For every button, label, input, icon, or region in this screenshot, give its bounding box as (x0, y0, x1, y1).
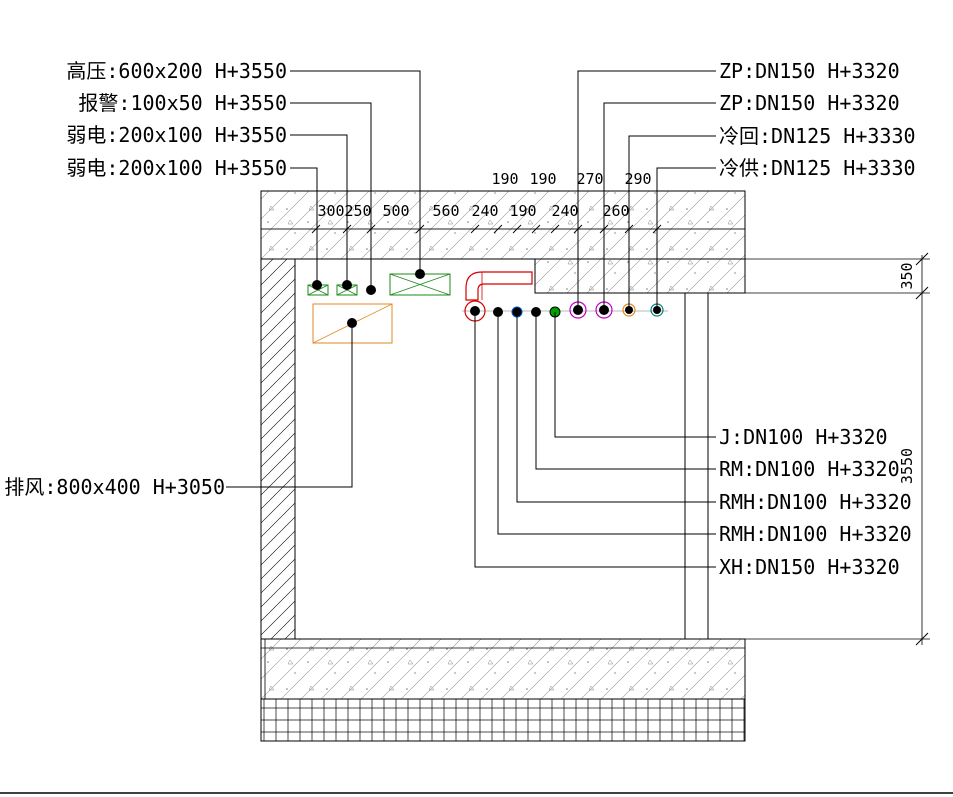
vertical-dimension: 350 3550 (898, 252, 929, 646)
label-exhaust: 排风:800x400 H+3050 (4, 475, 225, 499)
vdim-3550: 3550 (898, 448, 916, 484)
dim-top-270: 270 (576, 170, 603, 188)
dim-top-290: 290 (624, 170, 651, 188)
label-zp-2: ZP:DN150 H+3320 (719, 91, 900, 115)
vdim-350: 350 (898, 262, 916, 289)
right-labels: ZP:DN150 H+3320 ZP:DN150 H+3320 冷回:DN125… (719, 59, 916, 579)
dim-240a: 240 (471, 202, 498, 220)
bottom-slab (260, 638, 746, 700)
label-rmh-1: RMH:DN100 H+3320 (719, 490, 912, 514)
leaders (226, 70, 716, 568)
label-zp-1: ZP:DN150 H+3320 (719, 59, 900, 83)
dim-500: 500 (382, 202, 409, 220)
label-rmh-2: RMH:DN100 H+3320 (719, 522, 912, 546)
base-grid (260, 698, 746, 742)
dim-top-190b: 190 (529, 170, 556, 188)
pipe-elbow (465, 271, 533, 301)
dim-250: 250 (344, 202, 371, 220)
dim-300: 300 (317, 202, 344, 220)
structure (0, 190, 953, 794)
label-weak-2: 弱电:200x100 H+3550 (66, 156, 287, 180)
label-chw-supply: 冷供:DN125 H+3330 (719, 156, 916, 180)
top-slab-step (534, 258, 746, 294)
dim-560: 560 (432, 202, 459, 220)
label-j: J:DN100 H+3320 (719, 425, 888, 449)
left-wall (260, 258, 296, 640)
dim-240b: 240 (551, 202, 578, 220)
label-xh: XH:DN150 H+3320 (719, 555, 900, 579)
top-dimensions: 190 190 270 290 300 250 500 560 240 190 … (261, 170, 745, 234)
dim-top-190a: 190 (491, 170, 518, 188)
label-chw-return: 冷回:DN125 H+3330 (719, 124, 916, 148)
left-labels: 高压:600x200 H+3550 报警:100x50 H+3550 弱电:20… (4, 59, 287, 499)
label-weak-1: 弱电:200x100 H+3550 (66, 123, 287, 147)
top-slab (260, 190, 746, 260)
dim-190: 190 (509, 202, 536, 220)
dim-260: 260 (602, 202, 629, 220)
label-hv: 高压:600x200 H+3550 (66, 59, 287, 83)
label-alarm: 报警:100x50 H+3550 (78, 91, 287, 115)
label-rm: RM:DN100 H+3320 (719, 457, 900, 481)
